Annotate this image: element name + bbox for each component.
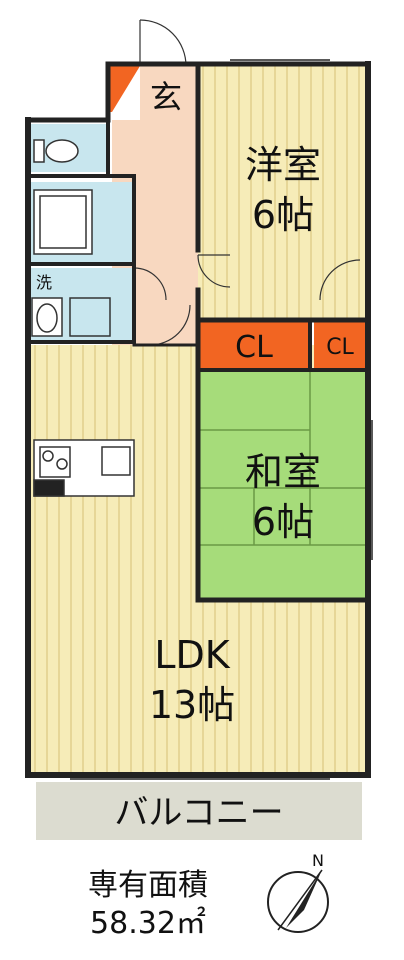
closet-main-label: CL	[235, 330, 273, 365]
entrance-label: 玄	[150, 78, 182, 116]
kitchen-counter	[33, 439, 135, 497]
area-value: 58.32㎡	[90, 906, 206, 941]
compass: N	[267, 851, 329, 933]
window-marks	[70, 59, 373, 780]
ldk-size: 13帖	[149, 683, 235, 727]
compass-axis	[277, 869, 323, 931]
western-room-size: 6帖	[252, 193, 314, 237]
ldk-name: LDK	[154, 633, 230, 677]
compass-needle-icon	[286, 870, 322, 928]
western-room-floor	[198, 65, 368, 320]
walls	[25, 61, 371, 778]
balcony-floor	[36, 782, 362, 840]
wash-basin	[31, 297, 63, 337]
japanese-room-name: 和室	[245, 450, 321, 494]
compass-north: N	[312, 851, 324, 870]
wash-label: 洗	[36, 273, 52, 292]
entrance-orange	[108, 66, 140, 112]
closet-small	[314, 322, 366, 370]
area-label: 専有面積	[88, 868, 208, 903]
doors	[133, 19, 361, 346]
western-room-name: 洋室	[245, 143, 321, 187]
washer-space	[69, 297, 111, 337]
toilet-fixture	[33, 139, 79, 163]
bathtub-fixture	[33, 189, 93, 255]
tatami-lines	[198, 372, 368, 546]
closet-small-label: CL	[326, 335, 354, 360]
japanese-room-floor	[198, 372, 368, 600]
entrance-tile	[140, 66, 198, 120]
closet-main	[200, 322, 308, 370]
balcony-label: バルコニー	[114, 793, 283, 833]
japanese-room-size: 6帖	[252, 500, 314, 544]
